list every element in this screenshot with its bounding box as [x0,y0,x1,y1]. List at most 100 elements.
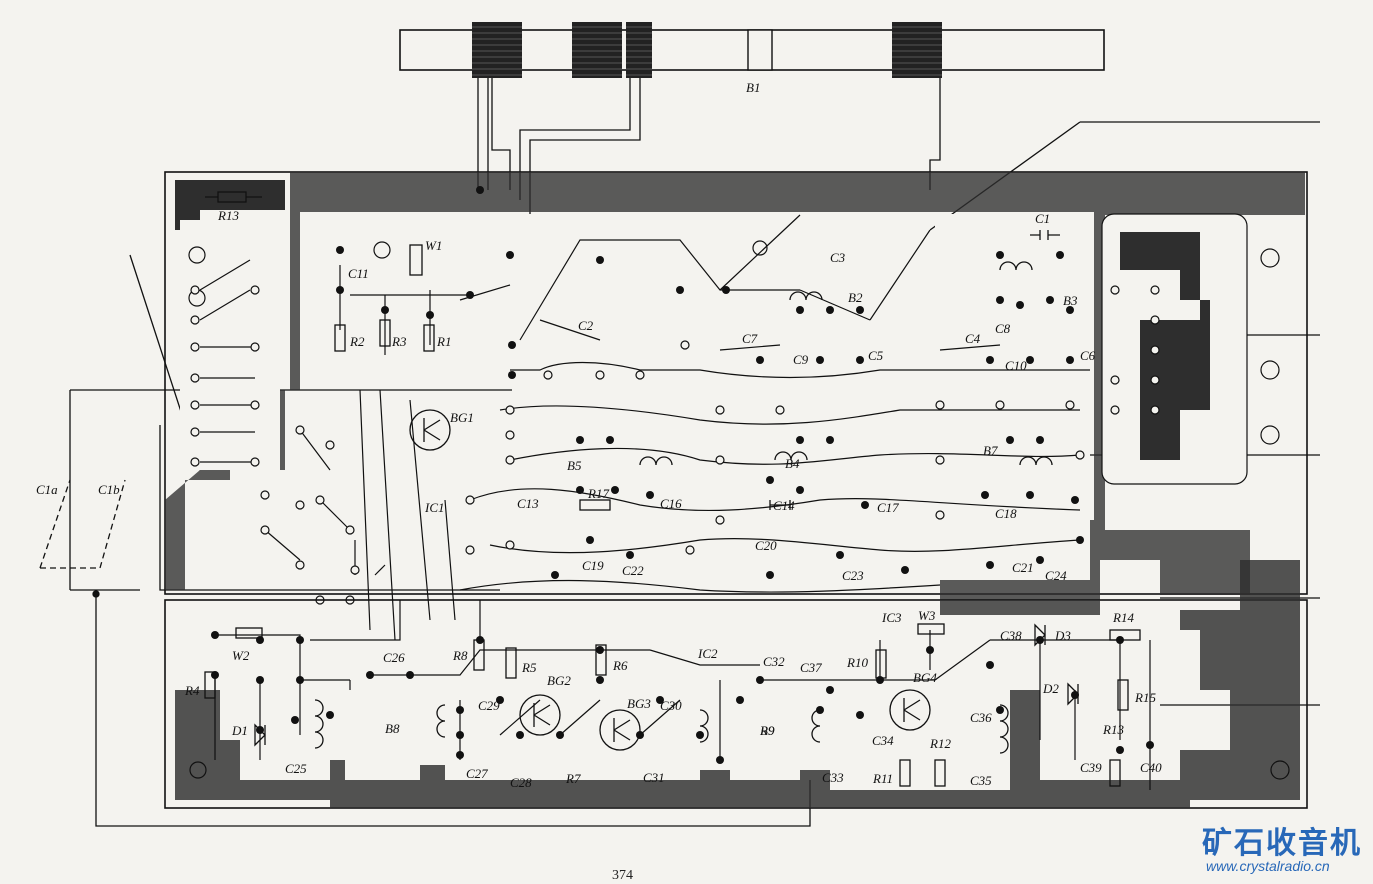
label-r2: R2 [349,334,365,349]
transistor-bg4 [889,689,931,731]
potentiometer-w3 [917,623,945,635]
coil-output [999,704,1009,754]
resistor-r10 [875,649,887,679]
label-c6: C6 [1080,348,1096,363]
ferrite-antenna: B1 [399,22,1105,230]
resistor-r2 [334,324,346,352]
label-b5: B5 [567,458,582,473]
label-r13: R13 [217,208,239,223]
label-c18: C18 [995,506,1017,521]
lower-pcb: W2 R4 D1 C25 C26 B8 R6 R5 R8 BG2 BG3 C29… [164,560,1308,809]
resistor-r3 [379,319,391,347]
label-d1: D1 [231,723,248,738]
label-b8: B8 [385,721,400,736]
label-c38: C38 [1000,628,1022,643]
label-c7: C7 [742,331,758,346]
resistor-r4 [204,671,216,699]
label-c14: C14 [773,498,795,513]
label-c19: C19 [582,558,604,573]
label-w2: W2 [232,648,250,663]
label-r9: R9 [759,723,775,738]
label-c26: C26 [383,650,405,665]
label-c23: C23 [842,568,864,583]
upper-pads [190,186,1160,605]
diode-d1 [254,723,266,747]
label-c22: C22 [622,563,644,578]
label-r3: R3 [391,334,407,349]
diode-d2 [1067,682,1079,706]
label-b2: B2 [848,290,863,305]
label-r6: R6 [612,658,628,673]
label-w3: W3 [918,608,936,623]
antenna-coil-2 [572,22,622,78]
label-r17: R17 [587,486,609,501]
label-c10: C10 [1005,358,1027,373]
transistor-bg1 [409,409,451,451]
label-c28: C28 [510,775,532,790]
antenna-sleeve [747,29,773,71]
antenna-coil-4 [892,22,942,78]
label-r4: R4 [184,683,200,698]
label-b7: B7 [983,443,998,458]
label-c1: C1 [1035,211,1050,226]
label-ic3: IC3 [881,610,902,625]
label-c21: C21 [1012,560,1034,575]
label-r13-lower: R13 [1102,722,1124,737]
label-d2: D2 [1042,681,1059,696]
resistor-r12 [934,759,946,787]
label-c29: C29 [478,698,500,713]
label-b9: B9 [760,723,775,738]
label-c24: C24 [1045,568,1067,583]
label-ic2: IC2 [697,646,718,661]
label-r10: R10 [846,655,868,670]
coil-b10 [811,709,821,743]
label-c8: C8 [995,321,1011,336]
coil-b8 [436,704,446,738]
potentiometer-w2 [235,627,263,639]
label-r7: R7 [565,771,581,786]
label-c40: C40 [1140,760,1162,775]
antenna-coil-3 [626,22,652,78]
resistor-r15 [1117,679,1129,711]
label-r5: R5 [521,660,537,675]
coil-b8a [314,699,324,749]
label-c25: C25 [285,761,307,776]
label-c35: C35 [970,773,992,788]
transistor-bg2 [519,694,561,736]
label-c1b: C1b [98,482,120,497]
label-bg1: BG1 [450,410,474,425]
label-c1a: C1a [36,482,58,497]
label-r11: R11 [872,771,893,786]
resistor-r13b [1109,759,1121,787]
label-c5: C5 [868,348,884,363]
label-c30: C30 [660,698,682,713]
label-c27: C27 [466,766,488,781]
potentiometer-r14 [1109,629,1141,641]
label-c2: C2 [578,318,594,333]
label-b3: B3 [1063,293,1078,308]
label-bg2: BG2 [547,673,571,688]
resistor-r11 [899,759,911,787]
label-r14: R14 [1112,610,1134,625]
label-r1: R1 [436,334,451,349]
watermark-url: www.crystalradio.cn [1206,858,1330,874]
resistor-r5 [505,647,517,679]
label-c11: C11 [348,266,369,281]
label-w1: W1 [425,238,442,253]
label-c33: C33 [822,770,844,785]
upper-pcb: R13 C11 W1 R2 R3 R1 BG1 IC1 C1 C2 C3 C4 … [36,171,1308,641]
transistor-bg3 [599,709,641,751]
label-c31: C31 [643,770,665,785]
antenna-label: B1 [746,80,760,95]
label-c37: C37 [800,660,822,675]
label-c4: C4 [965,331,981,346]
watermark-title: 矿石收音机 [1202,826,1362,861]
label-r15: R15 [1134,690,1156,705]
label-ic1: IC1 [424,500,445,515]
label-d3: D3 [1054,628,1071,643]
resistor-r1 [423,324,435,352]
label-b4: B4 [785,456,800,471]
label-c16: C16 [660,496,682,511]
label-bg3: BG3 [627,696,651,711]
label-c9: C9 [793,352,809,367]
